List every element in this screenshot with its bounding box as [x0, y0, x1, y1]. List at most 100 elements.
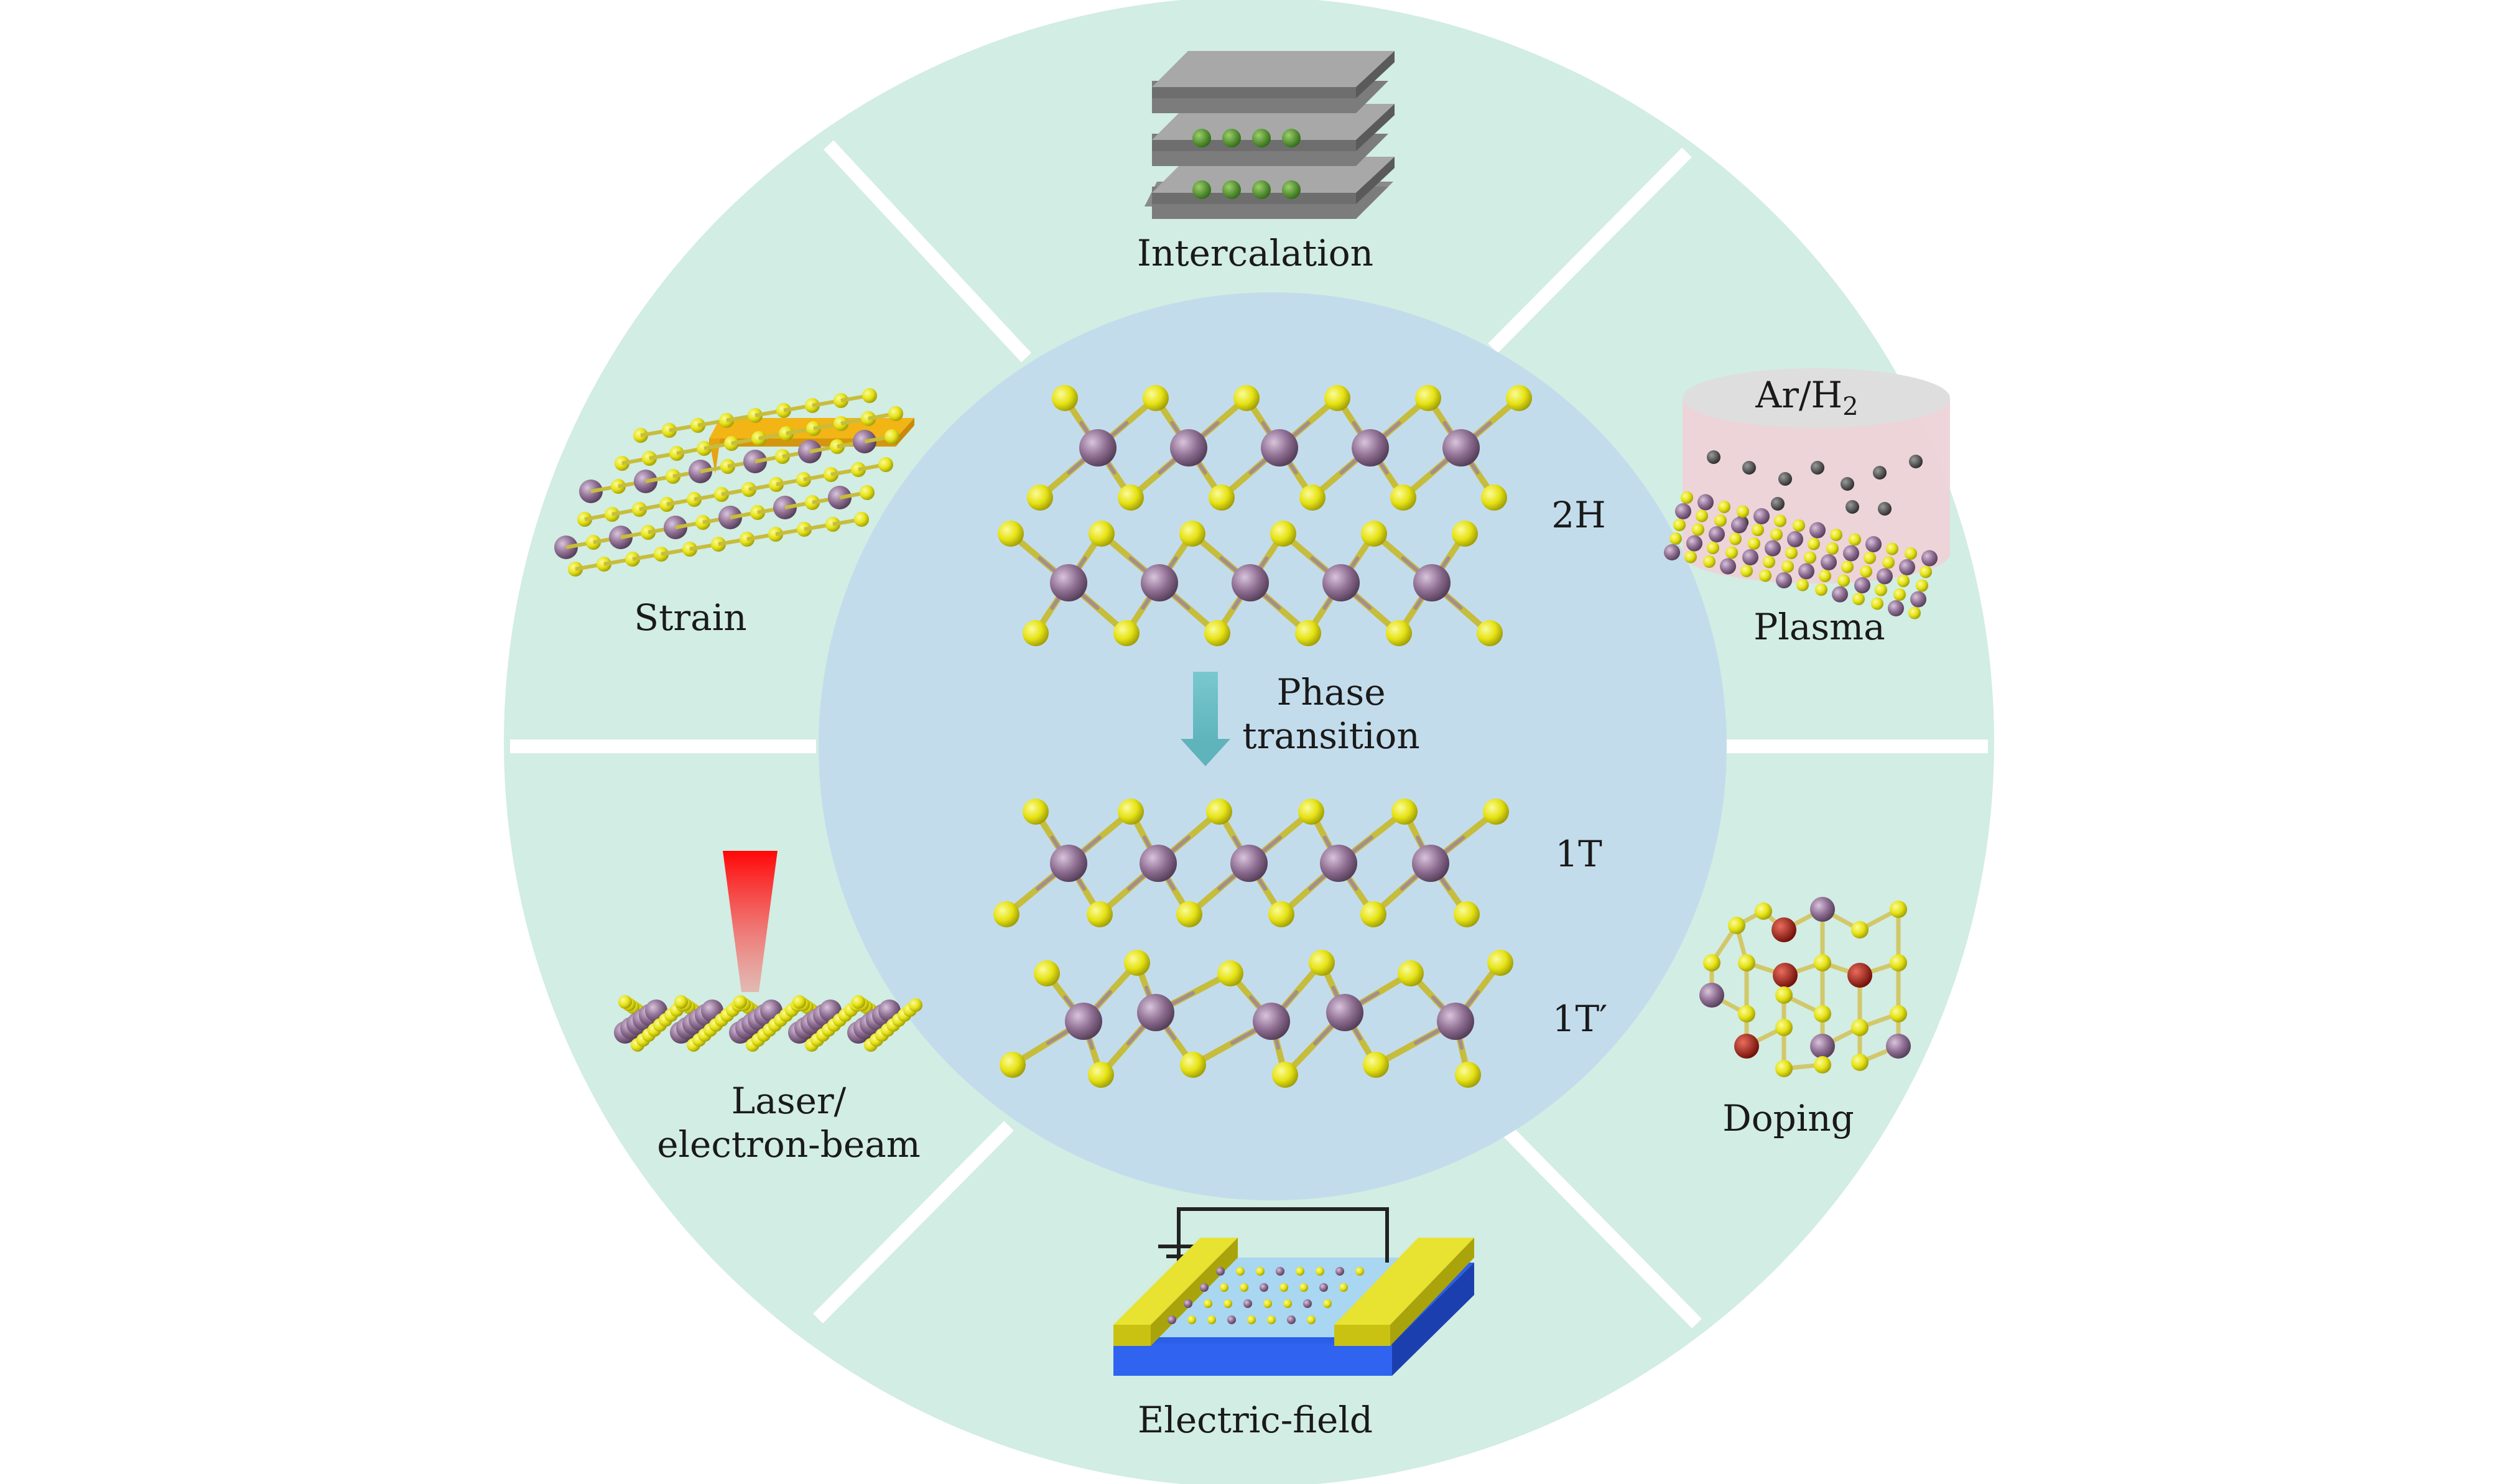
- metal-atom: [1709, 526, 1725, 542]
- ion-atom: [1192, 129, 1211, 147]
- sulfur-atom: [1890, 1005, 1907, 1023]
- metal-atom: [1065, 1003, 1102, 1040]
- sulfur-atom: [1738, 1005, 1755, 1023]
- metal-atom: [1335, 1267, 1344, 1276]
- sulfur-atom: [1814, 1005, 1831, 1023]
- metal-atom: [1287, 1315, 1296, 1324]
- metal-atom: [1140, 845, 1177, 882]
- intercalation-stack: [1152, 51, 1395, 219]
- sulfur-atom: [1770, 528, 1783, 541]
- sulfur-atom: [1000, 1052, 1026, 1078]
- segment-dividers: [510, 140, 1988, 1329]
- ion-atom: [1222, 180, 1241, 199]
- sulfur-atom: [1279, 1283, 1288, 1292]
- sulfur-atom: [1852, 593, 1865, 605]
- sulfur-atom: [1361, 521, 1387, 547]
- sulfur-atom: [1740, 565, 1753, 577]
- sulfur-atom: [1316, 1267, 1324, 1276]
- metal-atom: [1243, 1299, 1252, 1308]
- sulfur-atom: [618, 995, 632, 1009]
- sulfur-atom: [1309, 950, 1335, 976]
- metal-atom: [1888, 600, 1904, 616]
- sulfur-atom: [1703, 555, 1716, 568]
- electric-field-device-icon: [1113, 1207, 1474, 1376]
- metal-atom: [1821, 554, 1837, 570]
- sulfur-atom: [1916, 579, 1928, 592]
- metal-atom: [1326, 994, 1363, 1031]
- sulfur-atom: [1089, 521, 1115, 547]
- sulfur-atom: [1240, 1283, 1248, 1292]
- sulfur-atom: [1483, 799, 1509, 825]
- sulfur-atom: [1725, 546, 1738, 559]
- sulfur-atom: [1737, 505, 1749, 518]
- sulfur-atom: [1882, 556, 1895, 569]
- metal-atom: [1843, 545, 1859, 562]
- structure-1t-layer: [993, 799, 1509, 927]
- plasma-gas-label: Ar/H2: [1755, 374, 1858, 421]
- sulfur-atom: [1763, 555, 1775, 568]
- sulfur-atom: [1118, 485, 1144, 511]
- sulfur-atom: [1087, 901, 1113, 927]
- metal-atom: [1865, 536, 1882, 552]
- sulfur-atom: [1270, 521, 1296, 547]
- sulfur-atom: [888, 406, 903, 421]
- sulfur-atom: [1796, 578, 1809, 591]
- sulfur-atom: [1851, 1054, 1869, 1071]
- sulfur-atom: [1759, 569, 1771, 582]
- ion-atom: [1192, 180, 1211, 199]
- sulfur-atom: [1052, 385, 1078, 411]
- metal-atom: [1686, 535, 1702, 552]
- structure-2h-upper-layer: [1027, 385, 1532, 511]
- sulfur-atom: [1775, 986, 1793, 1004]
- metal-atom: [1260, 1283, 1268, 1292]
- sulfur-atom: [1223, 1299, 1232, 1308]
- plasma-ion: [1909, 455, 1923, 468]
- metal-atom: [1854, 577, 1870, 593]
- structure-1t-prime-layer: [1000, 950, 1513, 1088]
- plasma-ion: [1707, 450, 1720, 464]
- sulfur-atom: [854, 512, 869, 527]
- sulfur-atom: [1814, 954, 1831, 972]
- sulfur-atom: [1808, 537, 1820, 550]
- phase-transition-arrow-icon: [1181, 672, 1230, 766]
- sulfur-atom: [1703, 954, 1720, 972]
- sulfur-atom: [1217, 960, 1243, 986]
- sulfur-atom: [1692, 523, 1704, 536]
- sulfur-atom: [1187, 1315, 1196, 1324]
- metal-atom: [1753, 508, 1770, 524]
- sulfur-atom: [1481, 485, 1507, 511]
- plasma-sample-lattice: [1664, 491, 1938, 619]
- metal-atom: [1742, 549, 1758, 565]
- sulfur-atom: [1775, 1060, 1793, 1077]
- sulfur-atom: [1299, 1283, 1308, 1292]
- plasma-ion: [1811, 461, 1824, 475]
- ion-atom: [1282, 129, 1301, 147]
- sulfur-atom: [1296, 1267, 1304, 1276]
- metal-atom: [1699, 983, 1724, 1008]
- sulfur-atom: [1204, 1299, 1212, 1308]
- layer-plate-side: [1152, 87, 1356, 98]
- sulfur-atom: [1209, 485, 1235, 511]
- laser-sample-lattice: [614, 995, 922, 1052]
- laser-label-line2: electron-beam: [657, 1123, 921, 1166]
- sulfur-atom: [1920, 565, 1932, 578]
- sulfur-atom: [1452, 521, 1478, 547]
- sulfur-atom: [1179, 521, 1205, 547]
- metal-atom: [1170, 429, 1207, 466]
- sulfur-atom: [1793, 519, 1805, 532]
- sulfur-atom: [1875, 583, 1887, 596]
- metal-atom: [1437, 1003, 1474, 1040]
- metal-atom: [1877, 568, 1893, 585]
- sulfur-atom: [1752, 524, 1764, 536]
- plasma-ion: [1742, 461, 1756, 475]
- ion-atom: [1282, 180, 1301, 199]
- sulfur-atom: [1775, 1019, 1793, 1036]
- metal-atom: [1809, 522, 1826, 539]
- sulfur-atom: [1247, 1315, 1256, 1324]
- sulfur-atom: [1143, 385, 1169, 411]
- sulfur-atom: [1684, 550, 1697, 563]
- sulfur-atom: [1814, 1056, 1831, 1074]
- sulfur-atom: [733, 995, 747, 1009]
- sulfur-atom: [1908, 606, 1921, 619]
